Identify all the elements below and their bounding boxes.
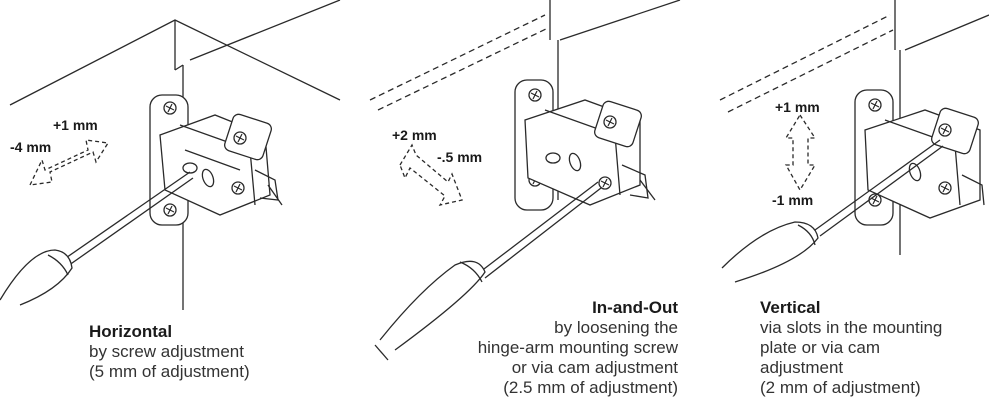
horizontal-arrow <box>28 139 110 186</box>
hinge-body <box>864 107 985 219</box>
hinge-body <box>524 99 656 206</box>
panel-horizontal-drawing <box>0 0 341 310</box>
hinge-body <box>159 113 283 216</box>
screwdriver <box>721 139 944 283</box>
caption-line: plate or via cam <box>760 338 880 357</box>
caption-line: adjustment <box>760 358 844 377</box>
panel-1-label-minus: -4 mm <box>10 139 51 155</box>
caption-in-and-out: In-and-Out by loosening the hinge-arm mo… <box>418 298 678 398</box>
caption-line: by loosening the <box>554 318 678 337</box>
caption-line: hinge-arm mounting screw <box>477 338 678 357</box>
caption-line: (5 mm of adjustment) <box>89 362 250 381</box>
caption-line: or via cam adjustment <box>511 358 678 377</box>
panel-2-label-minus: -.5 mm <box>437 149 482 165</box>
caption-title: Vertical <box>760 298 821 317</box>
caption-title: In-and-Out <box>592 298 678 317</box>
panel-3-label-plus: +1 mm <box>775 99 820 115</box>
screwdriver <box>0 171 194 306</box>
caption-line: via slots in the mounting <box>760 318 943 337</box>
caption-vertical: Vertical via slots in the mounting plate… <box>760 298 942 398</box>
caption-line: (2.5 mm of adjustment) <box>503 378 678 397</box>
screwdriver <box>374 181 602 361</box>
caption-horizontal: Horizontal by screw adjustment (5 mm of … <box>89 322 250 382</box>
panel-in-and-out-drawing <box>369 0 681 361</box>
caption-line: (2 mm of adjustment) <box>760 378 921 397</box>
panel-3-label-minus: -1 mm <box>772 192 813 208</box>
in-out-arrow <box>399 143 463 206</box>
panel-1-label-plus: +1 mm <box>53 117 98 133</box>
caption-title: Horizontal <box>89 322 173 341</box>
panel-2-label-plus: +2 mm <box>392 127 437 143</box>
vertical-arrow <box>784 113 817 192</box>
panel-vertical-drawing <box>719 0 989 283</box>
caption-line: by screw adjustment <box>89 342 244 361</box>
